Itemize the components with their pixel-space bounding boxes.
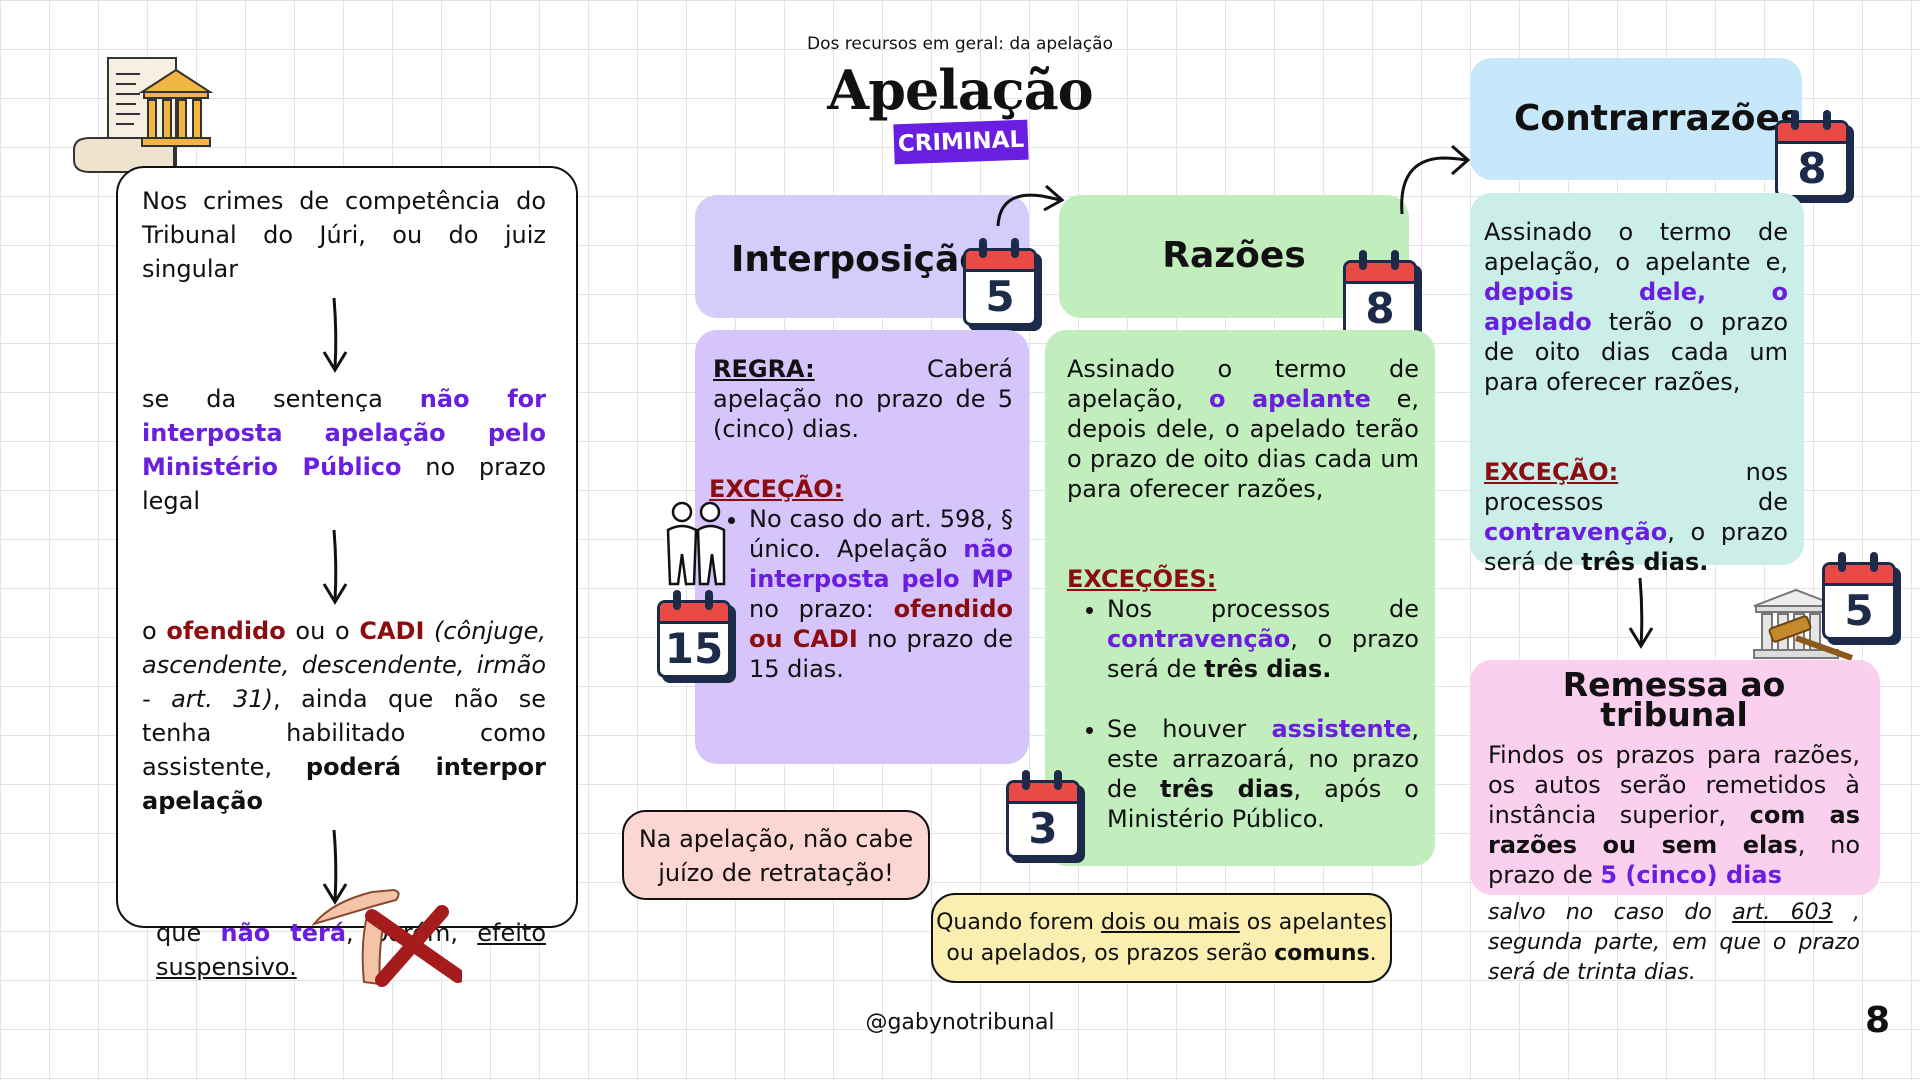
left-flow-card: Nos crimes de competência do Tribunal do… [116, 166, 578, 981]
page-number: 8 [1864, 1000, 1890, 1041]
curved-arrow-icon [1400, 144, 1471, 215]
regra-text: REGRA: Caberá apelação no prazo de 5 (ci… [713, 355, 1013, 443]
remessa-title: Remessa ao tribunal [1562, 665, 1786, 734]
calendar-days: 5 [1844, 586, 1874, 635]
calendar-days: 8 [1365, 284, 1395, 333]
contrarrazoes-paragraph: Assinado o termo de apelação, o apelante… [1484, 218, 1788, 396]
remessa-paragraph: Findos os prazos para razões, os autos s… [1488, 741, 1861, 889]
excecoes-label: EXCEÇÕES: [1067, 565, 1217, 593]
contrarrazoes-title: Contrarrazões [1470, 58, 1802, 180]
excecao-item: No caso do art. 598, § único. Apelação n… [749, 504, 1013, 684]
salvo-note: salvo no caso do art. 603 , segunda part… [1488, 900, 1860, 985]
calendar-icon: 15 [657, 590, 737, 682]
excecao-item-contravencao: Nos processos de contravenção, o prazo s… [1107, 594, 1419, 684]
calendar-days: 15 [664, 624, 724, 673]
excecao-item-assistente: Se houver assistente, este arrazoará, no… [1107, 714, 1419, 834]
curved-arrow-icon [996, 184, 1065, 227]
flow-step-1: Nos crimes de competência do Tribunal do… [142, 187, 546, 283]
retratacao-note: Na apelação, não cabe juízo de retrataçã… [622, 810, 930, 900]
calendar-icon: 8 [1775, 110, 1855, 202]
arrow-down-icon [322, 829, 348, 905]
calendar-icon: 3 [1006, 770, 1086, 862]
razoes-paragraph: Assinado o termo de apelação, o apelante… [1067, 355, 1419, 503]
remessa-content: Remessa ao tribunal Findos os prazos par… [1470, 660, 1880, 895]
arrow-down-icon [322, 529, 348, 605]
author-handle: @gabynotribunal [865, 1010, 1055, 1035]
razoes-title: Razões [1059, 195, 1409, 318]
calendar-days: 3 [1028, 804, 1058, 853]
arrow-down-icon [1628, 577, 1654, 649]
contrarrazoes-excecao: EXCEÇÃO: nos processos de contravenção, … [1484, 458, 1788, 576]
flow-step-3: o ofendido ou o CADI (cônjuge, ascendent… [142, 617, 547, 815]
calendar-icon: 5 [1822, 552, 1902, 644]
people-icon [666, 501, 726, 586]
calendar-days: 5 [985, 272, 1015, 321]
page-title: Apelação [827, 58, 1093, 122]
calendar-icon: 5 [963, 238, 1043, 330]
calendar-days: 8 [1797, 144, 1827, 193]
subtitle: Dos recursos em geral: da apelação [807, 34, 1113, 54]
hand-stop-icon [312, 888, 462, 987]
criminal-badge: CRIMINAL [893, 119, 1029, 165]
court-document-icon [73, 57, 214, 173]
razoes-content: Assinado o termo de apelação, o apelante… [1045, 330, 1435, 866]
calendar-icon: 8 [1343, 250, 1423, 342]
excecao-label: EXCEÇÃO: [709, 475, 844, 503]
flow-step-4: que não terá, porém, efeito suspensivo. [156, 919, 547, 981]
contrarrazoes-content: Assinado o termo de apelação, o apelante… [1470, 193, 1804, 576]
flow-step-2: se da sentença não for interposta apelaç… [142, 385, 546, 515]
interposicao-content: REGRA: Caberá apelação no prazo de 5 (ci… [695, 330, 1029, 764]
arrow-down-icon [322, 297, 348, 373]
prazos-comuns-note: Quando forem dois ou mais os apelantes o… [931, 893, 1392, 983]
